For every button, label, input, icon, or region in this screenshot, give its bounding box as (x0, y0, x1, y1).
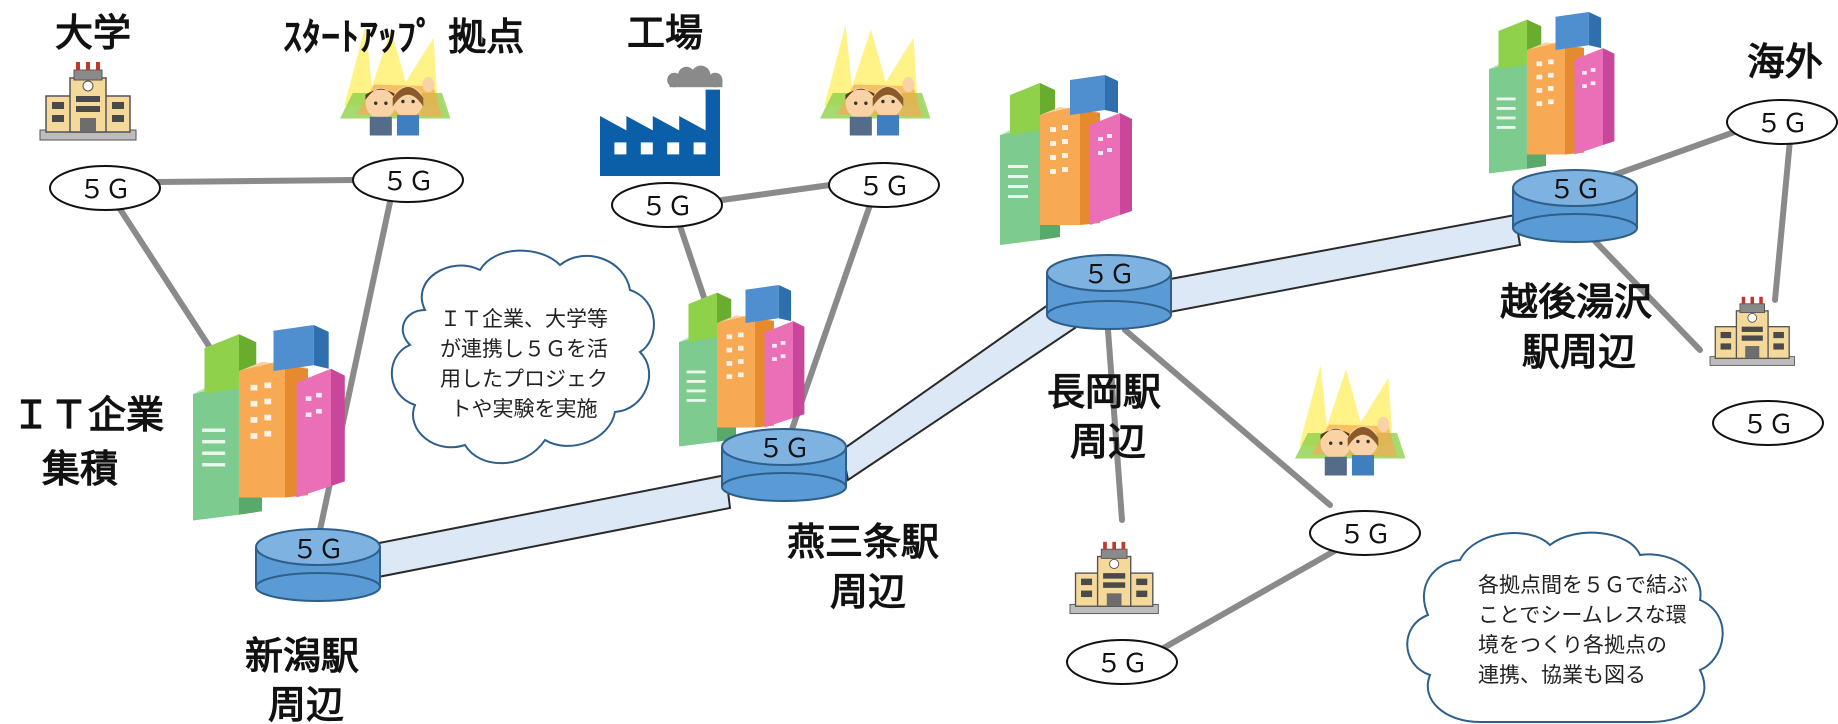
node-university: ５Ｇ (49, 165, 161, 211)
label-it-cluster-1: ＩＴ企業 (12, 393, 164, 437)
cloud-left-line-3: 用したプロジェク (440, 367, 608, 391)
hub-niigata-label: ５Ｇ (292, 535, 344, 565)
link-echigo-univ (1587, 233, 1703, 353)
label-nagaoka-1: 長岡駅 (1047, 370, 1161, 414)
link-factory-people (719, 182, 833, 203)
cloud-left-line-2: が連携し５Ｇを活 (440, 337, 608, 361)
label-overseas: 海外 (1747, 40, 1823, 84)
link-people-univ (1157, 542, 1348, 653)
node-tsubame-startup: ５Ｇ (828, 162, 940, 208)
node-factory: ５Ｇ (611, 182, 723, 228)
startup-people-icon (1295, 365, 1406, 476)
node-nagaoka-univ: ５Ｇ (1066, 639, 1178, 685)
node-university-label: ５Ｇ (79, 175, 131, 205)
label-echigo-2: 駅周辺 (1522, 330, 1636, 374)
node-nagaoka-univ-label: ５Ｇ (1096, 649, 1148, 679)
link-nagaoka-univ (1105, 327, 1125, 523)
node-echigo-univ-label: ５Ｇ (1742, 410, 1794, 440)
hub-tsubame: ５Ｇ (721, 428, 847, 502)
building-cluster-icon (1000, 75, 1132, 245)
hub-echigo: ５Ｇ (1512, 169, 1638, 243)
startup-people-icon (820, 25, 931, 136)
link-overseas-univ (1772, 137, 1793, 303)
label-university: 大学 (55, 11, 131, 55)
backbone-links (316, 213, 1522, 590)
node-echigo-univ: ５Ｇ (1712, 400, 1824, 446)
cloud-right-line-2: ことでシームレスな環 (1478, 603, 1687, 627)
building-cluster-icon (193, 325, 345, 521)
hub-echigo-label: ５Ｇ (1549, 175, 1601, 205)
label-startup: ｽﾀｰﾄｱｯﾌﾟ 拠点 (283, 15, 524, 59)
hub-nagaoka-label: ５Ｇ (1083, 260, 1135, 290)
hub-tsubame-label: ５Ｇ (758, 434, 810, 464)
node-overseas: ５Ｇ (1726, 99, 1838, 145)
cloud-right-line-4: 連携、協業も図る (1478, 663, 1646, 687)
node-tsubame-startup-label: ５Ｇ (858, 172, 910, 202)
hub-niigata: ５Ｇ (255, 528, 381, 602)
node-overseas-label: ５Ｇ (1756, 109, 1808, 139)
node-nagaoka-startup-label: ５Ｇ (1339, 520, 1391, 550)
label-tsubame-2: 周辺 (830, 570, 906, 614)
building-cluster-icon (679, 285, 805, 447)
node-startup-label: ５Ｇ (382, 167, 434, 197)
backbone-nagaoka-echigo (1163, 213, 1522, 314)
hub-nagaoka: ５Ｇ (1046, 254, 1172, 330)
factory-icon (600, 65, 723, 176)
label-echigo-1: 越後湯沢 (1500, 280, 1652, 324)
cloud-left-line-1: ＩＴ企業、大学等 (440, 307, 608, 331)
label-niigata-2: 周辺 (268, 683, 344, 724)
label-niigata-1: 新潟駅 (245, 634, 359, 678)
building-cluster-icon (1489, 12, 1615, 174)
access-links (115, 127, 1793, 653)
university-icon (1709, 296, 1796, 367)
university-icon (1069, 541, 1160, 615)
cloud-right-line-1: 各拠点間を５Ｇで結ぶ (1478, 573, 1688, 597)
label-nagaoka-2: 周辺 (1070, 420, 1146, 464)
node-nagaoka-startup: ５Ｇ (1309, 510, 1421, 556)
cloud-right: 各拠点間を５Ｇで結ぶ ことでシームレスな環 境をつくり各拠点の 連携、協業も図る (1406, 531, 1724, 723)
label-tsubame-1: 燕三条駅 (787, 520, 939, 564)
label-factory: 工場 (627, 11, 703, 55)
label-it-cluster-2: 集積 (41, 447, 118, 491)
link-nagaoka-people (1122, 327, 1333, 508)
link-echigo-overseas (1597, 127, 1743, 183)
node-startup: ５Ｇ (352, 157, 464, 203)
link-university-startup (155, 177, 358, 185)
cloud-right-line-3: 境をつくり各拠点の (1478, 633, 1667, 657)
backbone-tsubame-nagaoka (840, 298, 1077, 482)
node-factory-label: ５Ｇ (641, 192, 693, 222)
university-icon (39, 61, 137, 141)
cloud-left-line-4: トや実験を実施 (451, 397, 598, 421)
cloud-left: ＩＴ企業、大学等 が連携し５Ｇを活 用したプロジェク トや実験を実施 (390, 249, 655, 465)
